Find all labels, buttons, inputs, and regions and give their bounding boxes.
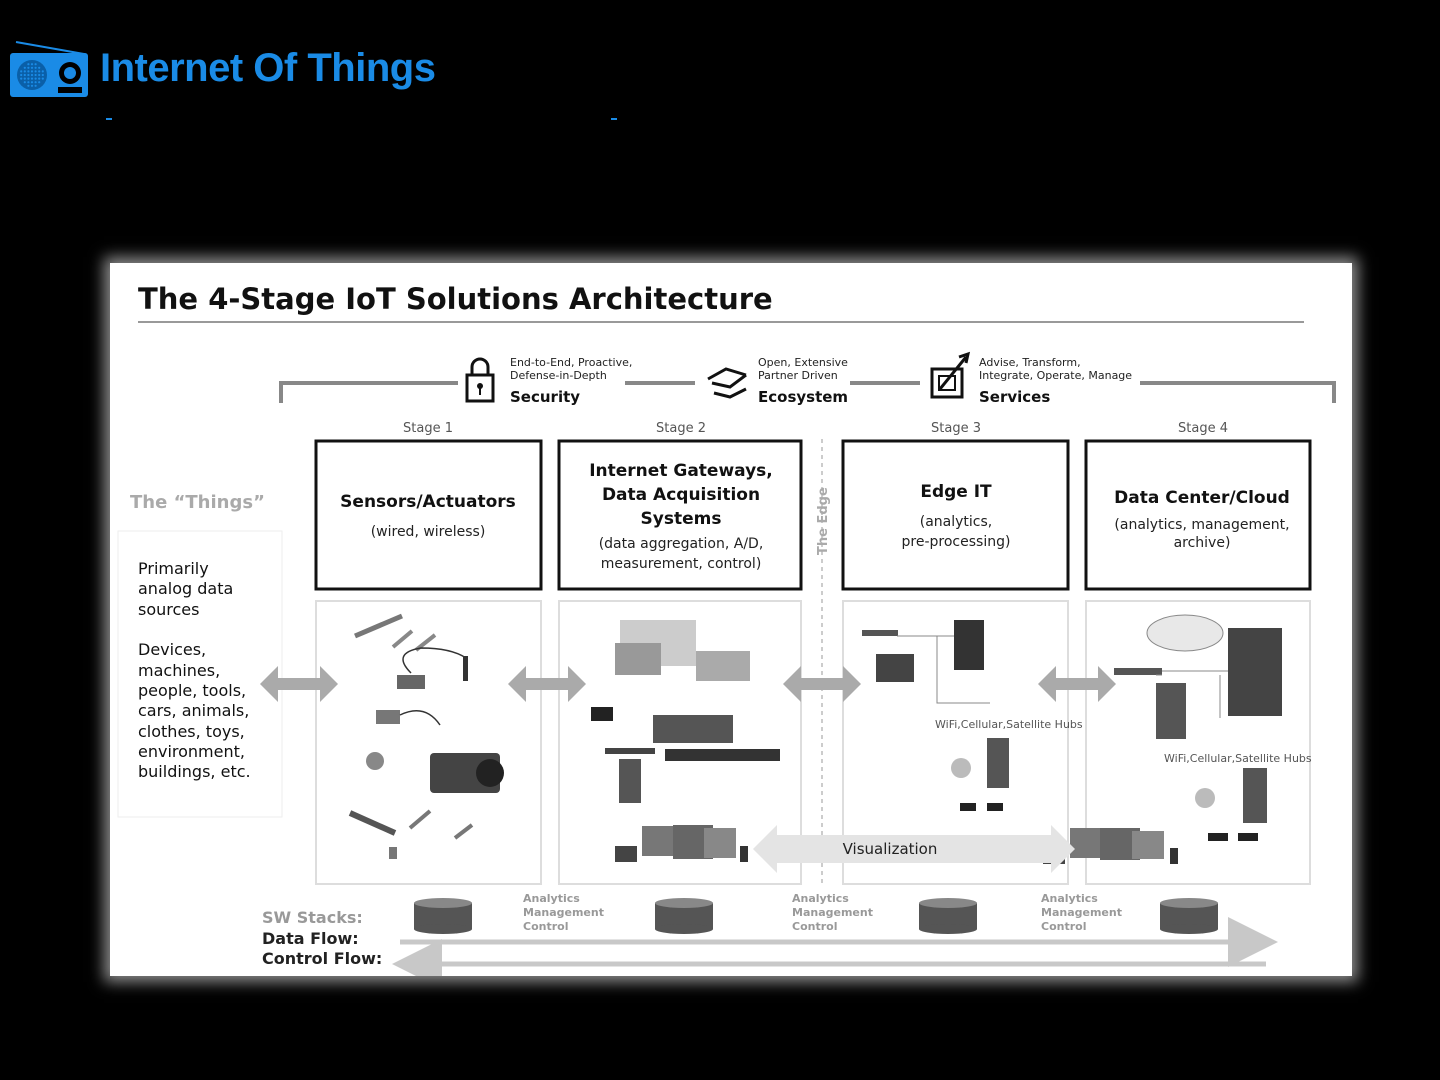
svg-text:Services: Services — [979, 388, 1050, 406]
svg-text:Partner Driven: Partner Driven — [758, 369, 838, 382]
handshake-icon — [707, 367, 747, 399]
edge-label: The Edge — [816, 487, 831, 555]
stage-2-sub-2: measurement, control) — [601, 556, 762, 572]
stage-1-box — [314, 439, 543, 591]
stage-3-box — [841, 439, 1070, 591]
svg-text:Analytics: Analytics — [792, 892, 849, 905]
stage-3-sub-1: (analytics, — [920, 514, 993, 530]
stage-2-title-3: Systems — [641, 509, 722, 529]
svg-text:cars, animals,: cars, animals, — [138, 701, 249, 720]
svg-text:Management: Management — [1041, 906, 1122, 919]
gateway-devices-illustration — [591, 620, 780, 862]
svg-text:Control: Control — [1041, 920, 1086, 933]
svg-text:clothes, toys,: clothes, toys, — [138, 722, 245, 741]
edge-devices-illustration — [862, 620, 1009, 811]
stage-1-title: Sensors/Actuators — [340, 492, 516, 512]
stage-1-devices — [315, 600, 542, 885]
growth-icon — [930, 351, 971, 399]
things-title: The “Things” — [130, 492, 265, 513]
stage-4-sub-2: archive) — [1174, 535, 1231, 551]
architecture-diagram: The 4-Stage IoT Solutions Architecture E… — [110, 263, 1352, 976]
visualization-arrow — [753, 825, 1075, 873]
svg-text:analog data: analog data — [138, 579, 233, 598]
hubs-label-stage-3: WiFi,Cellular,Satellite Hubs — [935, 718, 1083, 731]
stage-3-label: Stage 3 — [931, 421, 981, 436]
diagram-title: The 4-Stage IoT Solutions Architecture — [138, 282, 773, 316]
page-title: Internet Of Things — [100, 46, 436, 90]
stage-1-label: Stage 1 — [403, 421, 453, 436]
pillar-ecosystem: Open, Extensive Partner Driven Ecosystem — [758, 356, 848, 406]
connection-arrows — [260, 666, 1116, 702]
svg-text:people, tools,: people, tools, — [138, 681, 246, 700]
divider-mark-right — [611, 118, 617, 120]
svg-text:Devices,: Devices, — [138, 640, 206, 659]
control-flow-label: Control Flow: — [262, 949, 382, 968]
cloud-devices-illustration — [1043, 614, 1282, 864]
stage-2-sub-1: (data aggregation, A/D, — [599, 536, 764, 552]
svg-text:Security: Security — [510, 388, 580, 406]
stage-4-sub-1: (analytics, management, — [1114, 517, 1289, 533]
stage-4-label: Stage 4 — [1178, 421, 1228, 436]
sw-stacks-label: SW Stacks: — [262, 908, 363, 927]
svg-text:Defense-in-Depth: Defense-in-Depth — [510, 369, 607, 382]
stage-2-box — [557, 439, 803, 591]
svg-text:Control: Control — [523, 920, 568, 933]
stage-2-title-1: Internet Gateways, — [589, 461, 773, 481]
svg-text:Management: Management — [792, 906, 873, 919]
stage-3-sub-2: pre-processing) — [902, 534, 1011, 550]
diagram-canvas: The 4-Stage IoT Solutions Architecture E… — [117, 282, 1336, 976]
data-flow-label: Data Flow: — [262, 929, 359, 948]
svg-text:machines,: machines, — [138, 661, 220, 680]
sensor-devices-illustration — [348, 613, 504, 859]
sw-stack-databases — [414, 898, 1218, 934]
divider-mark-left — [106, 118, 112, 120]
hubs-label-stage-4: WiFi,Cellular,Satellite Hubs — [1164, 752, 1312, 765]
svg-text:Integrate, Operate, Manage: Integrate, Operate, Manage — [979, 369, 1132, 382]
svg-text:Analytics: Analytics — [523, 892, 580, 905]
sw-stack-notes: Analytics Management Control Analytics M… — [523, 892, 1122, 933]
stage-2-label: Stage 2 — [656, 421, 706, 436]
stage-4-box — [1084, 439, 1312, 591]
svg-text:Ecosystem: Ecosystem — [758, 388, 848, 406]
svg-text:Open, Extensive: Open, Extensive — [758, 356, 848, 369]
svg-text:buildings, etc.: buildings, etc. — [138, 762, 251, 781]
stage-4-title: Data Center/Cloud — [1114, 488, 1290, 508]
lock-icon — [465, 357, 495, 403]
stage-2-title-2: Data Acquisition — [602, 485, 760, 505]
svg-text:environment,: environment, — [138, 742, 245, 761]
things-description: Primarily analog data sources Devices, m… — [138, 559, 251, 781]
svg-text:Analytics: Analytics — [1041, 892, 1098, 905]
svg-text:Advise, Transform,: Advise, Transform, — [979, 356, 1081, 369]
svg-text:sources: sources — [138, 600, 199, 619]
radio-icon — [10, 40, 90, 100]
svg-text:Control: Control — [792, 920, 837, 933]
svg-text:End-to-End, Proactive,: End-to-End, Proactive, — [510, 356, 632, 369]
svg-text:Primarily: Primarily — [138, 559, 209, 578]
stage-1-sub: (wired, wireless) — [371, 524, 486, 540]
pillar-services: Advise, Transform, Integrate, Operate, M… — [979, 356, 1132, 406]
visualization-label: Visualization — [843, 840, 938, 858]
pillar-security: End-to-End, Proactive, Defense-in-Depth … — [510, 356, 632, 406]
stage-3-title: Edge IT — [920, 482, 992, 502]
svg-text:Management: Management — [523, 906, 604, 919]
